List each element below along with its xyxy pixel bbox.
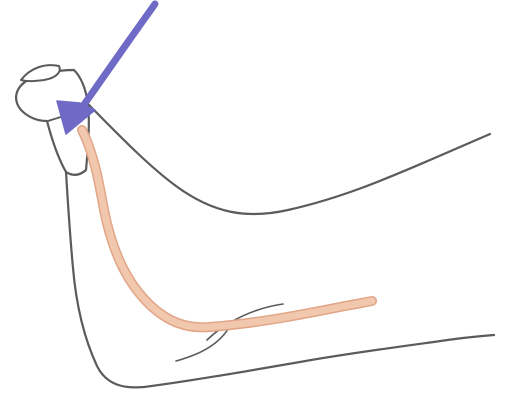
arrow-shaft <box>81 4 155 109</box>
tendon-edge <box>82 130 372 327</box>
tendon-fill <box>82 130 372 327</box>
foot-top-contour <box>88 104 490 214</box>
flexor-tendon <box>82 130 372 327</box>
